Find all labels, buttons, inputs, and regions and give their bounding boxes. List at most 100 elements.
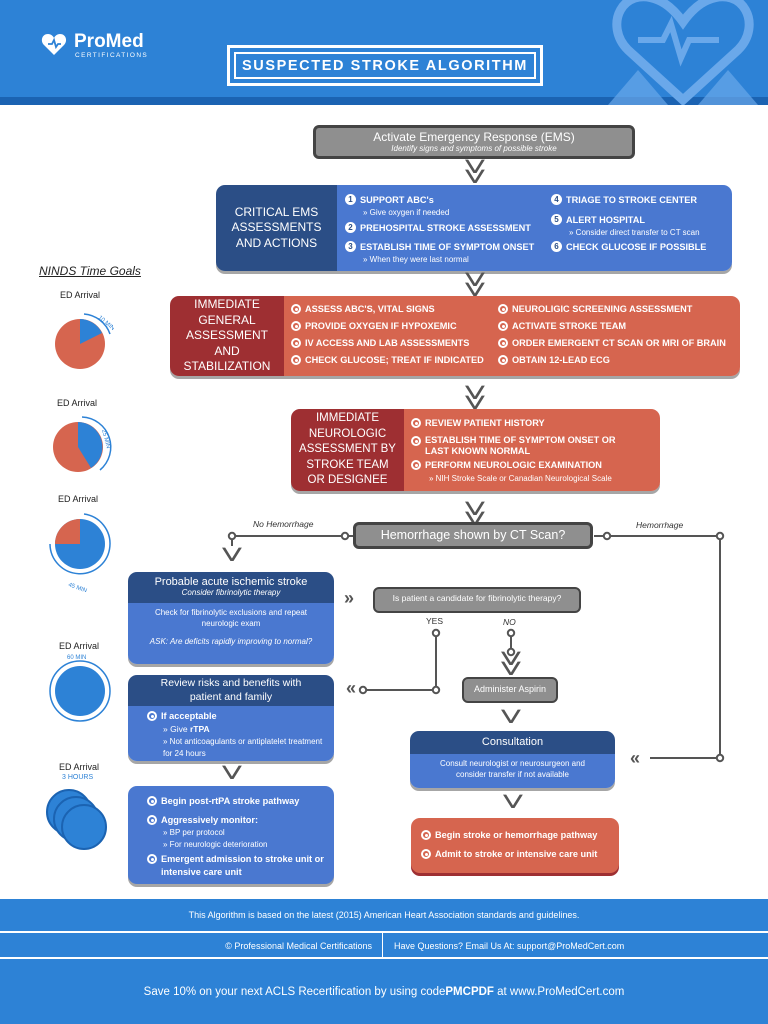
hemorrhage-label: Hemorrhage [636, 520, 684, 530]
ischemic-title: Probable acute ischemic stroke [154, 576, 308, 588]
promo-pre: Save 10% on your next ACLS Recertificati… [143, 985, 446, 998]
no-hemorrhage-label: No Hemorrhage [253, 519, 314, 529]
timer-label-3h: 3 HOURS [62, 774, 94, 781]
ct-question-box: Hemorrhage shown by CT Scan? [353, 522, 593, 549]
timer-10min-icon: 10 MIN [55, 313, 114, 369]
timer-label-45: 45 MIN [67, 582, 87, 592]
item-text: Admit to stroke or intensive care unit [435, 849, 598, 859]
risks-body: If acceptable » Give rTPA » Not anticoag… [128, 706, 334, 761]
not-text: Not anticoagulants or antiplatelet treat… [163, 737, 323, 758]
bullet-icon [498, 321, 508, 331]
header-band [0, 97, 768, 105]
bullet-icon [498, 338, 508, 348]
timer-label-60: 60 MIN [67, 655, 86, 661]
brand: ProMed CERTIFICATIONS [74, 32, 148, 60]
risks-box: Review risks and benefits with patient a… [128, 675, 334, 761]
post-sub-2: » For neurologic deterioration [163, 840, 268, 849]
footer-questions[interactable]: Have Questions? Email Us At: support@Pro… [394, 941, 625, 951]
aspirin-box: Administer Aspirin [462, 677, 558, 703]
neuro-item: ESTABLISH TIME OF SYMPTOM ONSET OR LAST … [411, 435, 625, 457]
yes-label: YES [426, 616, 444, 626]
number-6-icon: 6 [551, 241, 562, 252]
ems-box: Activate Emergency Response (EMS) Identi… [313, 125, 635, 159]
footer-copyright: © Professional Medical Certifications [0, 933, 383, 959]
number-3-icon: 3 [345, 241, 356, 252]
bullet-icon [291, 304, 301, 314]
critical-item-3: 3 ESTABLISH TIME OF SYMPTOM ONSET [345, 241, 534, 252]
risks-title: Review risks and benefits with patient a… [128, 675, 334, 706]
general-item: CHECK GLUCOSE; TREAT IF INDICATED [291, 355, 484, 365]
item-text: Begin post-rtPA stroke pathway [161, 796, 300, 806]
critical-item-text: ALERT HOSPITAL [566, 214, 645, 225]
bullet-icon [498, 355, 508, 365]
critical-item-text: SUPPORT ABC's [360, 194, 434, 205]
risks-not: » Not anticoagulants or antiplatelet tre… [163, 737, 323, 758]
critical-item-sub: » Give oxygen if needed [363, 208, 450, 217]
ed-arrival-label: ED Arrival [59, 762, 100, 772]
chevron-down-icon: ⋁⋁ [465, 270, 485, 296]
item-text: ACTIVATE STROKE TEAM [512, 321, 626, 331]
chevron-right-icon: » [344, 588, 355, 608]
neuro-items: REVIEW PATIENT HISTORY ESTABLISH TIME OF… [404, 409, 660, 491]
ninds-heading: NINDS Time Goals [39, 264, 141, 278]
number-4-icon: 4 [551, 194, 562, 205]
post-item-2: Aggressively monitor: [147, 815, 258, 825]
risks-give: » Give rTPA [163, 724, 210, 734]
timer-label-25: 25 MIN [100, 429, 111, 449]
item-text: IV ACCESS AND LAB ASSESSMENTS [305, 338, 470, 348]
ed-arrival-label: ED Arrival [60, 290, 101, 300]
bullet-icon [147, 854, 157, 864]
critical-item-sub: » When they were last normal [363, 255, 469, 264]
ischemic-header: Probable acute ischemic stroke Consider … [128, 572, 334, 603]
consultation-box: Consultation Consult neurologist or neur… [410, 731, 615, 788]
general-items: ASSESS ABC'S, VITAL SIGNS PROVIDE OXYGEN… [284, 296, 740, 376]
item-text: ESTABLISH TIME OF SYMPTOM ONSET OR LAST … [425, 435, 616, 456]
general-item: ACTIVATE STROKE TEAM [498, 321, 626, 331]
sub-text: When they were last normal [369, 255, 469, 264]
sub-text: For neurologic deterioration [169, 840, 268, 849]
bullet-icon [498, 304, 508, 314]
critical-item-text: CHECK GLUCOSE IF POSSIBLE [566, 241, 707, 252]
footer-promo: Save 10% on your next ACLS Recertificati… [0, 959, 768, 1024]
hemorrhage-item-2: Admit to stroke or intensive care unit [421, 849, 597, 859]
page-title: SUSPECTED STROKE ALGORITHM [234, 52, 536, 79]
chevron-down-icon: ⋁ [503, 792, 523, 808]
title-box: SUSPECTED STROKE ALGORITHM [227, 45, 543, 86]
chevron-down-icon: ⋁ [501, 707, 521, 723]
bullet-icon [147, 815, 157, 825]
critical-heading: CRITICAL EMS ASSESSMENTS AND ACTIONS [216, 185, 337, 271]
ischemic-body: Check for fibrinolytic exclusions and re… [154, 608, 308, 628]
ed-arrival-label: ED Arrival [57, 398, 98, 408]
ischemic-subtitle: Consider fibrinolytic therapy [181, 588, 281, 597]
bullet-icon [411, 460, 421, 470]
neuro-sub: » NIH Stroke Scale or Canadian Neurologi… [429, 474, 612, 483]
consultation-title: Consultation [410, 731, 615, 754]
promo-post[interactable]: at www.ProMedCert.com [493, 985, 625, 998]
ischemic-ask: ASK: Are deficits rapidly improving to n… [149, 637, 313, 646]
timer-60min-icon: 60 MIN [49, 655, 111, 722]
general-item: ASSESS ABC'S, VITAL SIGNS [291, 304, 435, 314]
item-text: PROVIDE OXYGEN IF HYPOXEMIC [305, 321, 457, 331]
general-item: OBTAIN 12-LEAD ECG [498, 355, 610, 365]
general-item: ORDER EMERGENT CT SCAN OR MRI OF BRAIN [498, 338, 726, 348]
neuro-heading: IMMEDIATE NEUROLOGIC ASSESSMENT BY STROK… [291, 409, 404, 491]
chevron-down-icon: ⋁ [222, 763, 242, 779]
risks-item: If acceptable [147, 711, 217, 721]
item-text: OBTAIN 12-LEAD ECG [512, 355, 610, 365]
heart-stethoscope-icon [608, 0, 758, 105]
critical-item-sub: » Consider direct transfer to CT scan [569, 228, 700, 237]
ischemic-box: Probable acute ischemic stroke Consider … [128, 572, 334, 664]
promed-logo-icon [41, 34, 67, 55]
timer-45min-icon: 45 MIN [49, 513, 111, 592]
chevron-down-icon: ⋁⋁ [501, 649, 521, 675]
general-item: NEUROLIGIC SCREENING ASSESSMENT [498, 304, 692, 314]
item-text: NEUROLIGIC SCREENING ASSESSMENT [512, 304, 693, 314]
general-assessment-box: IMMEDIATE GENERAL ASSESSMENT AND STABILI… [170, 296, 740, 376]
critical-item-text: ESTABLISH TIME OF SYMPTOM ONSET [360, 241, 535, 252]
post-item-3: Emergent admission to stroke unit or int… [147, 853, 326, 879]
item-text: If acceptable [161, 711, 217, 721]
hemorrhage-path-box: Begin stroke or hemorrhage pathway Admit… [411, 818, 619, 873]
